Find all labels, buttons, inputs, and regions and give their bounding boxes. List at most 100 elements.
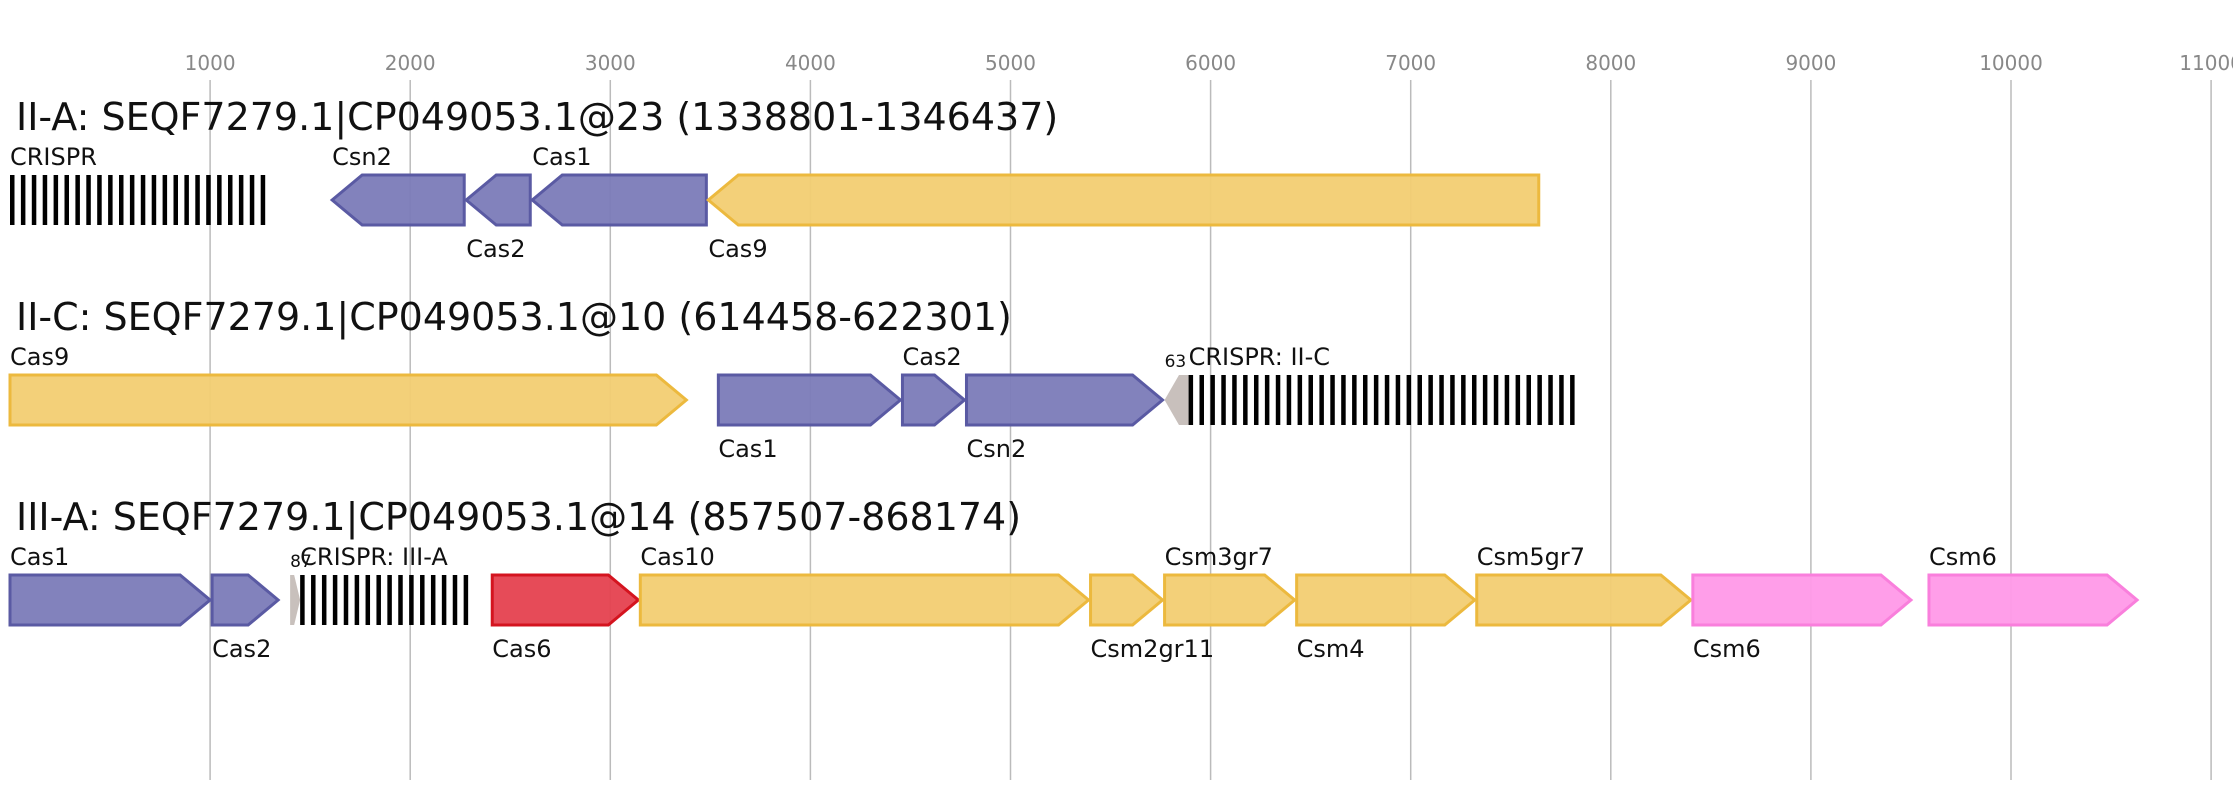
gene-shape — [329, 173, 466, 227]
gene-arrow: Cas1 — [529, 143, 708, 227]
gene-arrow: Csm3gr7 — [1163, 543, 1297, 627]
feature-label: Cas6 — [492, 635, 551, 663]
feature-label: Cas1 — [10, 543, 69, 571]
feature-label: Cas2 — [466, 235, 525, 263]
crispr-repeat — [1548, 375, 1553, 425]
crispr-repeat — [20, 175, 26, 225]
feature-label: Cas10 — [640, 543, 715, 571]
locus-tracks: II-A: SEQF7279.1|CP049053.1@23 (1338801-… — [8, 95, 2140, 663]
marker-label: 63 — [1165, 352, 1187, 372]
crispr-repeat — [31, 175, 37, 225]
crispr-repeat — [1559, 375, 1564, 425]
gene-shape — [1089, 573, 1165, 627]
feature-label: Csm6 — [1693, 635, 1761, 663]
axis-tick-label: 11000 — [2179, 51, 2233, 75]
gene-arrow: Cas1 — [716, 373, 903, 463]
feature-label: Csm3gr7 — [1165, 543, 1273, 571]
gene-shape — [1691, 573, 1914, 627]
track: II-C: SEQF7279.1|CP049053.1@10 (614458-6… — [8, 295, 1575, 463]
crispr-repeat — [217, 175, 222, 225]
gene-shape — [1163, 573, 1297, 627]
crispr-repeat — [1482, 375, 1488, 425]
gene-arrow: Csn2 — [964, 373, 1165, 463]
gene-arrow: Cas6 — [490, 573, 641, 663]
axis-tick-label: 1000 — [185, 51, 236, 75]
track-title: III-A: SEQF7279.1|CP049053.1@14 (857507-… — [16, 495, 1021, 540]
gene-arrow: Cas2 — [463, 173, 532, 263]
crispr-repeat — [75, 175, 80, 225]
small-marker — [1164, 375, 1189, 425]
feature-label: Csn2 — [332, 143, 392, 171]
crispr-repeat — [1275, 375, 1281, 425]
crispr-repeat — [1450, 375, 1455, 425]
crispr-array: CRISPR — [10, 143, 266, 225]
crispr-repeat — [343, 575, 349, 625]
crispr-repeat — [354, 575, 360, 625]
gene-shape — [716, 373, 903, 427]
gene-shape — [964, 373, 1165, 427]
crispr-repeat — [1461, 375, 1466, 425]
crispr-array: CRISPR: II-C — [1188, 343, 1575, 425]
crispr-repeat — [1384, 375, 1390, 425]
crispr-repeat — [1341, 375, 1346, 425]
crispr-repeat — [119, 175, 124, 225]
gene-shape — [1295, 573, 1478, 627]
gene-arrow: 87 — [290, 552, 312, 625]
feature-label: Cas2 — [212, 635, 271, 663]
crispr-repeat — [452, 575, 458, 625]
crispr-repeat — [1504, 375, 1510, 425]
marker-label: 87 — [290, 552, 312, 572]
crispr-repeat — [1439, 375, 1444, 425]
crispr-repeat — [1286, 375, 1292, 425]
gene-shape — [529, 173, 708, 227]
crispr-repeat — [260, 175, 266, 225]
track-title: II-A: SEQF7279.1|CP049053.1@23 (1338801-… — [16, 95, 1058, 140]
crispr-repeat — [151, 175, 157, 225]
crispr-repeat — [86, 175, 91, 225]
crispr-repeat — [97, 175, 102, 225]
axis-tick-label: 2000 — [385, 51, 436, 75]
crispr-repeat — [1493, 375, 1499, 425]
feature-label: Csm4 — [1297, 635, 1365, 663]
axis-tick-label: 8000 — [1585, 51, 1636, 75]
crispr-repeat — [195, 175, 200, 225]
feature-label: Cas9 — [10, 343, 69, 371]
axis-tick-label: 5000 — [985, 51, 1036, 75]
crispr-repeat — [387, 575, 392, 625]
gene-arrow: Csm2gr11 — [1089, 573, 1215, 663]
crispr-repeat — [1243, 375, 1248, 425]
feature-label: Csn2 — [966, 435, 1026, 463]
crispr-repeat — [228, 175, 233, 225]
crispr-repeat — [1210, 375, 1215, 425]
crispr-repeat — [1221, 375, 1226, 425]
gene-shape — [210, 573, 281, 627]
crispr-repeat — [1319, 375, 1324, 425]
crispr-repeat — [1264, 375, 1270, 425]
crispr-repeat — [1352, 375, 1357, 425]
crispr-repeat — [430, 575, 436, 625]
crispr-repeat — [398, 575, 403, 625]
crispr-repeat — [162, 175, 168, 225]
crispr-repeat — [1515, 375, 1521, 425]
gene-arrow: Csm6 — [1927, 543, 2140, 627]
crispr-repeat — [53, 175, 59, 225]
crispr-array: CRISPR: III-A — [300, 543, 469, 625]
feature-label: Csm2gr11 — [1091, 635, 1215, 663]
crispr-repeat — [238, 175, 244, 225]
crispr-repeat — [1199, 375, 1204, 425]
gene-shape — [638, 573, 1091, 627]
crispr-repeat — [1395, 375, 1401, 425]
crispr-repeat — [129, 175, 135, 225]
crispr-repeat — [1188, 375, 1194, 425]
gene-shape — [490, 573, 641, 627]
axis-tick-label: 9000 — [1785, 51, 1836, 75]
gene-shape — [8, 373, 689, 427]
crispr-repeat — [441, 575, 447, 625]
crispr-repeat — [1570, 375, 1575, 425]
gene-shape — [1927, 573, 2140, 627]
crispr-repeat — [1406, 375, 1412, 425]
gene-arrow: Csm6 — [1691, 573, 1914, 663]
gene-shape — [8, 573, 213, 627]
crispr-repeat — [206, 175, 211, 225]
